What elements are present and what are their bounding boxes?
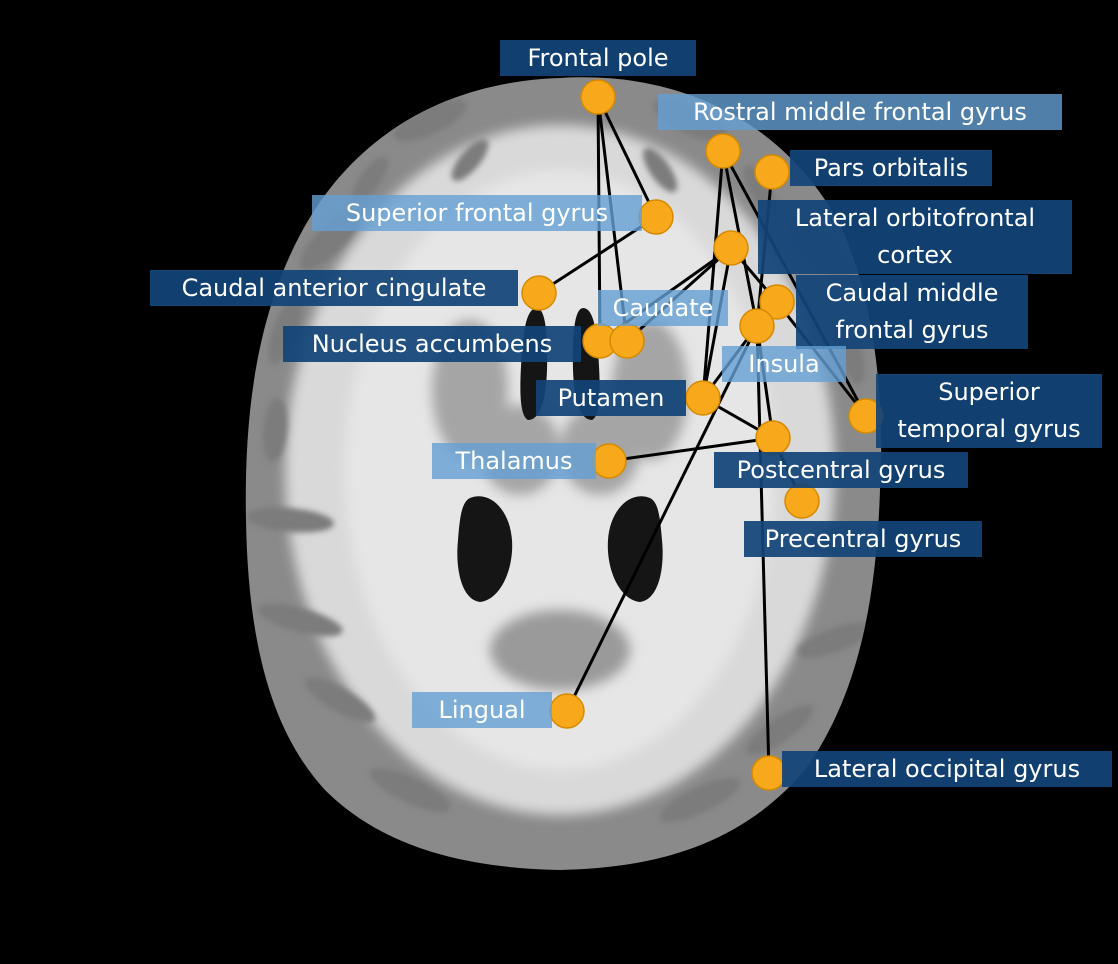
label-line: cortex xyxy=(877,241,953,269)
label-line: temporal gyrus xyxy=(897,415,1081,443)
edge xyxy=(565,325,759,712)
label-caudal-anterior-cingulate: Caudal anterior cingulate xyxy=(150,270,518,306)
node-lateral-occipital-gyrus[interactable] xyxy=(751,755,787,791)
edge xyxy=(701,150,725,399)
edge xyxy=(608,436,774,463)
node-pars-orbitalis[interactable] xyxy=(754,154,790,190)
node-lingual[interactable] xyxy=(549,693,585,729)
node-insula[interactable] xyxy=(739,308,775,344)
node-rostral-middle-frontal-gyrus[interactable] xyxy=(705,133,741,169)
label-superior-temporal-gyrus: Superior temporal gyrus xyxy=(876,374,1102,448)
label-line: Lateral orbitofrontal xyxy=(794,204,1036,232)
label-precentral-gyrus: Precentral gyrus xyxy=(744,521,982,557)
label-putamen: Putamen xyxy=(536,380,686,416)
node-precentral-gyrus[interactable] xyxy=(784,483,820,519)
node-putamen[interactable] xyxy=(685,380,721,416)
label-line: Superior xyxy=(938,378,1040,406)
label-lingual: Lingual xyxy=(412,692,552,728)
edge xyxy=(755,325,775,439)
label-frontal-pole: Frontal pole xyxy=(500,40,696,76)
label-superior-frontal-gyrus: Superior frontal gyrus xyxy=(312,195,642,231)
edge xyxy=(596,96,658,218)
node-caudal-middle-frontal-gyrus[interactable] xyxy=(759,284,795,320)
node-frontal-pole[interactable] xyxy=(580,79,616,115)
label-line: Caudal middle xyxy=(825,279,999,307)
node-lateral-orbitofrontal-cortex[interactable] xyxy=(713,230,749,266)
label-lateral-occipital-gyrus: Lateral occipital gyrus xyxy=(782,751,1112,787)
label-rostral-middle-frontal-gyrus: Rostral middle frontal gyrus xyxy=(658,94,1062,130)
region-nodes xyxy=(521,79,884,791)
label-caudate: Caudate xyxy=(598,290,728,326)
label-line: frontal gyrus xyxy=(835,316,989,344)
label-nucleus-accumbens: Nucleus accumbens xyxy=(283,326,581,362)
label-pars-orbitalis: Pars orbitalis xyxy=(790,150,992,186)
node-caudal-anterior-cingulate[interactable] xyxy=(521,275,557,311)
label-postcentral-gyrus: Postcentral gyrus xyxy=(714,452,968,488)
node-thalamus[interactable] xyxy=(591,443,627,479)
node-caudate[interactable] xyxy=(609,323,645,359)
label-insula: Insula xyxy=(722,346,846,382)
label-thalamus: Thalamus xyxy=(432,443,596,479)
label-caudal-middle-frontal-gyrus: Caudal middle frontal gyrus xyxy=(796,275,1028,349)
node-superior-frontal-gyrus[interactable] xyxy=(638,199,674,235)
label-lateral-orbitofrontal-cortex: Lateral orbitofrontal cortex xyxy=(758,200,1072,274)
node-postcentral-gyrus[interactable] xyxy=(755,420,791,456)
